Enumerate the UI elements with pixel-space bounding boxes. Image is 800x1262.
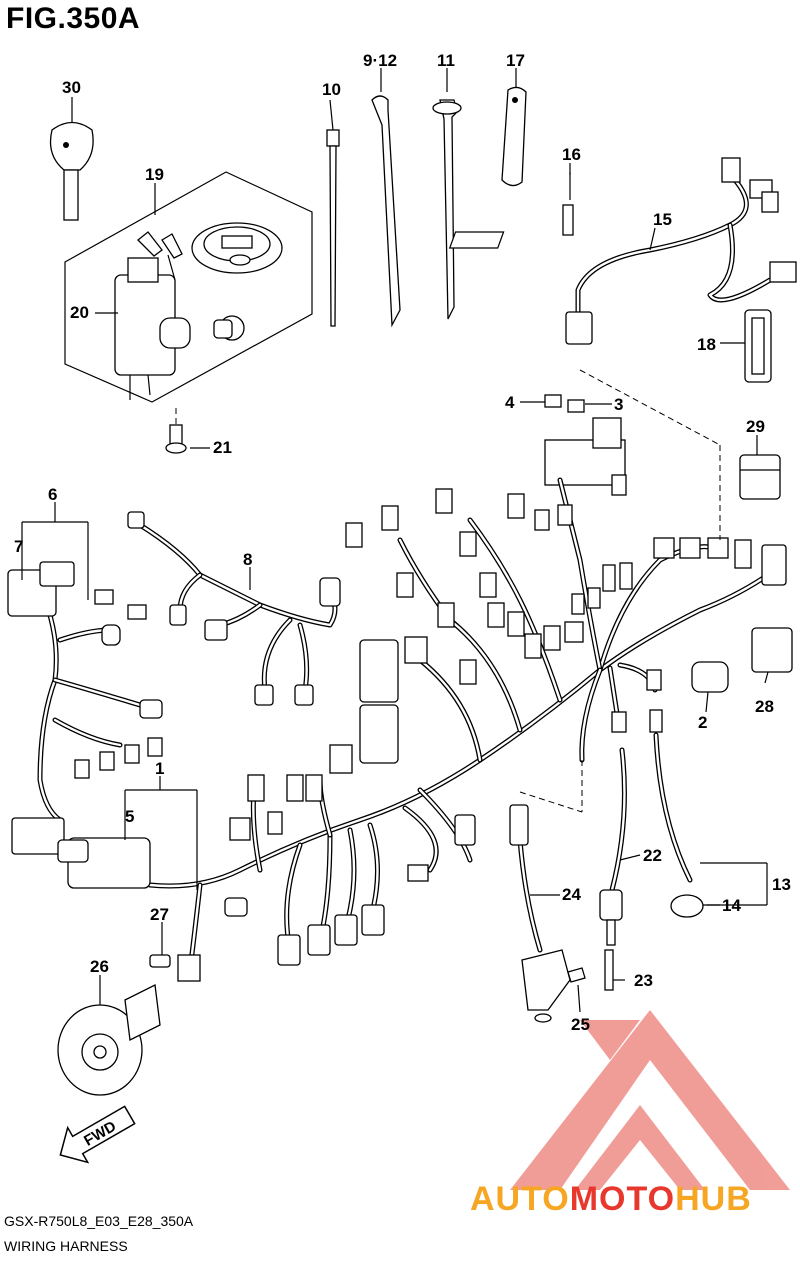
part-5-unit [57,837,151,889]
harness-connectors [177,474,787,982]
callout-15: 15 [653,210,672,229]
callout-1: 1 [155,759,164,778]
callout-30: 30 [62,78,81,97]
horn-26 [57,984,161,1096]
callout-5: 5 [125,807,134,826]
watermark-logo [510,1010,790,1190]
callout-24: 24 [562,885,581,904]
callouts: 30 19 20 21 10 9·12 11 17 16 15 18 4 3 2… [14,51,791,1034]
clip-16 [448,172,574,249]
watermark-text: AUTOMOTOHUB [470,1180,752,1218]
sensor-parts [509,732,704,1023]
callout-18: 18 [697,335,716,354]
sub-harness-15 [565,157,797,345]
callout-14: 14 [722,896,741,915]
callout-21: 21 [213,438,232,457]
band-18 [744,309,772,383]
model-code: GSX-R750L8_E03_E28_350A [4,1213,194,1229]
callout-25: 25 [571,1015,590,1034]
callout-6: 6 [48,485,57,504]
sub-harness-8 [127,511,341,706]
key-30 [49,121,94,221]
cable-ties [326,86,527,328]
leader-lines [21,68,769,1013]
part-2-cover [691,661,729,693]
fuses [544,394,585,413]
fwd-arrow: FWD [59,1105,136,1164]
callout-2: 2 [698,713,707,732]
ignition-switch-set [64,171,313,403]
callout-8: 8 [243,550,252,569]
sub-harness-6 [7,561,163,855]
callout-7: 7 [14,537,23,556]
bolt-21 [165,408,187,454]
callout-16: 16 [562,145,581,164]
diagram-name: WIRING HARNESS [4,1238,128,1254]
callout-3: 3 [614,395,623,414]
callout-29: 29 [746,417,765,436]
callout-19: 19 [145,165,164,184]
relay-28 [751,627,793,673]
callout-27: 27 [150,905,169,924]
figure-title: FIG.350A [6,2,141,35]
callout-22: 22 [643,846,662,865]
ecu-connectors [359,636,428,764]
callout-17: 17 [506,51,525,70]
callout-26: 26 [90,957,109,976]
bolt-27 [149,954,171,968]
relay-29 [739,454,781,500]
callout-23: 23 [634,971,653,990]
callout-13: 13 [772,875,791,894]
fuse-box [544,417,626,486]
callout-4: 4 [505,393,515,412]
callout-10: 10 [322,80,341,99]
callout-20: 20 [70,303,89,322]
callout-9-12: 9·12 [363,51,397,70]
callout-11: 11 [437,51,455,70]
callout-28: 28 [755,697,774,716]
